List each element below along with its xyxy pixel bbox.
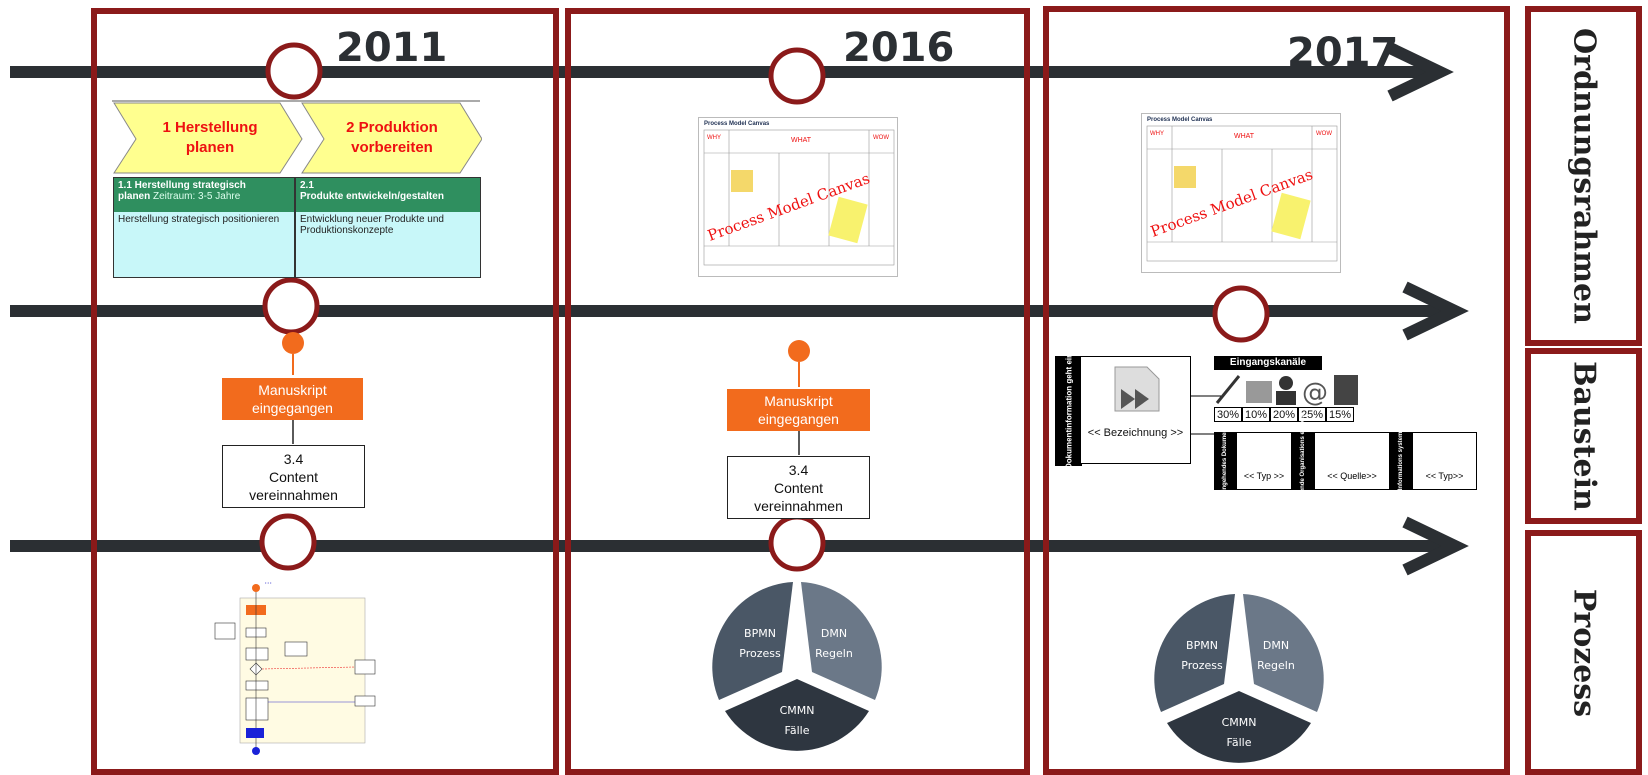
svg-text:WHY: WHY [707, 135, 721, 141]
svg-text:BPMN: BPMN [1186, 639, 1218, 652]
dmn-segment [801, 582, 882, 700]
fax-icon [1246, 381, 1272, 403]
cycle-diagram-2017: BPMN Prozess DMN Regeln CMMN Fälle [1154, 594, 1324, 763]
email-icon: @ [1302, 378, 1328, 407]
cmmn-segment [1167, 691, 1311, 763]
svg-text:CMMN: CMMN [780, 704, 815, 717]
value-chain-chevrons [112, 100, 482, 174]
side-label-prozess: Prozess [1525, 530, 1642, 775]
svg-text:WHAT: WHAT [1234, 133, 1255, 140]
sub-block-1-title: Eingehendes Dokument [1214, 427, 1236, 495]
phone-icon [1334, 375, 1358, 405]
table-cell-1: Herstellung strategisch positionieren [114, 212, 294, 277]
bpmn-segment [1154, 594, 1235, 712]
channel-percentage: 30% [1214, 407, 1242, 422]
svg-text:Fälle: Fälle [785, 724, 810, 737]
person-icon [1279, 376, 1293, 390]
process-canvas-thumbnail-2016: Process Model Canvas WHY WHAT WOW Proces… [698, 117, 898, 277]
channel-percentage: 20% [1270, 407, 1298, 422]
side-label-ordnungsrahmen: Ordnungsrahmen [1525, 6, 1642, 346]
milestone-circle [768, 47, 826, 105]
panel-2017 [1043, 6, 1510, 775]
process-canvas-thumbnail-2017: Process Model Canvas WHY WHAT WOW Proces… [1141, 113, 1341, 273]
svg-text:DMN: DMN [821, 627, 847, 640]
svg-text:WHAT: WHAT [791, 137, 812, 144]
process-flow-thumbnail: • • • [214, 580, 376, 755]
year-2016: 2016 [843, 25, 955, 71]
svg-text:Regeln: Regeln [815, 647, 853, 660]
component-main-box: << Bezeichnung >> [1080, 356, 1191, 464]
channel-percentage: 25% [1298, 407, 1326, 422]
table-header-2: 2.1 Produkte entwickeln/gestalten [296, 178, 480, 212]
chevron-step-1: 1 Herstellung planen [162, 119, 258, 156]
milestone-circle [259, 513, 317, 571]
dmn-segment [1243, 594, 1324, 712]
svg-text:WOW: WOW [1316, 131, 1332, 137]
milestone-circle [1212, 285, 1270, 343]
svg-text:Prozess: Prozess [1181, 659, 1223, 672]
panel-2011 [91, 8, 559, 775]
svg-text:WOW: WOW [873, 135, 889, 141]
svg-text:Fälle: Fälle [1227, 736, 1252, 749]
component-side-title: Dokumentinformation geht ein [1055, 353, 1082, 469]
milestone-circle [262, 277, 320, 335]
svg-text:CMMN: CMMN [1222, 716, 1257, 729]
cmmn-segment [725, 679, 869, 751]
sub-block-2-title: Sendende Organisations einheit [1292, 415, 1314, 507]
side-label-baustein: Baustein [1525, 348, 1642, 524]
table-cell-2: Entwicklung neuer Produkte und Produktio… [296, 212, 480, 277]
sub-block-3: << Typ>> [1412, 432, 1477, 490]
table-header-1: 1.1 Herstellung strategisch planen Zeitr… [114, 178, 294, 212]
pen-icon [1215, 375, 1241, 404]
year-2017: 2017 [1287, 30, 1399, 76]
cycle-diagram-2016: BPMN Prozess DMN Regeln CMMN Fälle [712, 582, 882, 751]
sub-block-3-title: Informations system [1390, 432, 1412, 490]
svg-text:Regeln: Regeln [1257, 659, 1295, 672]
svg-text:BPMN: BPMN [744, 627, 776, 640]
year-2011: 2011 [336, 25, 448, 71]
process-table: 1.1 Herstellung strategisch planen Zeitr… [113, 177, 481, 278]
channels-title: Eingangskanäle [1214, 356, 1322, 370]
svg-text:• • •: • • • [265, 580, 272, 585]
canvas-grid: WHY WHAT WOW [1146, 125, 1338, 262]
chevron-step-2: 2 Produktion vorbereiten [346, 119, 438, 156]
canvas-grid: WHY WHAT WOW [703, 129, 895, 266]
milestone-circle [265, 42, 323, 100]
svg-text:Prozess: Prozess [739, 647, 781, 660]
document-forward-icon [1114, 366, 1160, 412]
bpmn-segment [712, 582, 793, 700]
component-diagram: Dokumentinformation geht ein << Bezeichn… [1055, 353, 1480, 507]
sub-block-1: << Typ >> [1236, 432, 1292, 490]
channel-percentage: 15% [1326, 407, 1354, 422]
svg-text:WHY: WHY [1150, 131, 1164, 137]
channel-icons: @ [1215, 375, 1358, 407]
panel-2016 [565, 8, 1030, 775]
svg-text:DMN: DMN [1263, 639, 1289, 652]
channel-percentage: 10% [1242, 407, 1270, 422]
sub-block-2: << Quelle>> [1314, 432, 1390, 490]
